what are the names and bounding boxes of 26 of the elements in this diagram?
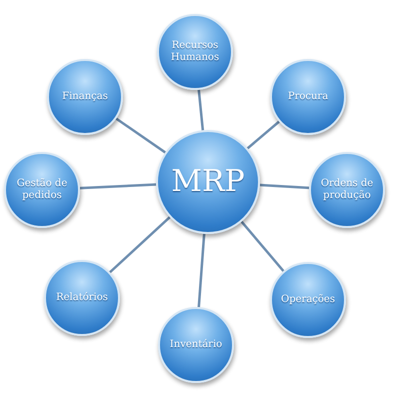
circle-node [158,307,234,383]
circle-node [47,59,123,135]
connector-line [246,120,280,150]
circle-node [157,14,233,90]
circle-node [4,152,80,228]
connector-line [260,184,310,190]
node-label: MRP [171,164,245,200]
node-label: Recursos Humanos [170,40,220,64]
node-label: Finanças [62,91,108,103]
circle-node [309,152,385,228]
circle-node [156,130,260,234]
circle-node [44,260,120,336]
connector-line [80,183,156,190]
node-label: Operações [281,294,335,306]
connector-line [240,220,284,272]
connector-line [198,90,204,130]
node-label: Procura [288,91,328,103]
node-label: Relatórios [56,292,108,304]
circle-node [270,59,346,135]
connector-line [109,216,171,274]
connector-line [116,118,166,154]
node-label: Inventário [170,339,222,351]
circle-node [270,262,346,338]
node-label: Gestão de pedidos [16,178,68,202]
node-label: Ordens de produção [320,178,374,202]
connector-line [198,234,206,308]
